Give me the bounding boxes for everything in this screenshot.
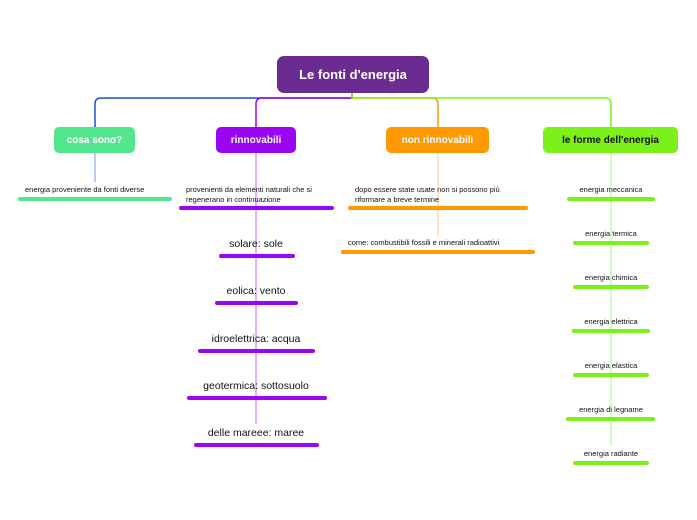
underline [187, 396, 327, 400]
topic-non-rinnovabili[interactable]: non rinnovabili [386, 127, 489, 153]
underline [573, 285, 649, 289]
underline [219, 254, 295, 258]
underline [573, 241, 649, 245]
subtopic-non-rinnovabili-2[interactable]: come: combustibili fossili e minerali ra… [348, 238, 500, 247]
underline [573, 373, 649, 377]
underline [194, 443, 319, 447]
root-topic[interactable]: Le fonti d'energia [277, 56, 429, 93]
subtopic-forme-3[interactable]: energia chimica [584, 273, 638, 282]
subtopic-rinnovabili-2[interactable]: solare: sole [229, 238, 283, 250]
subtopic-forme-2[interactable]: energia termica [585, 229, 637, 238]
underline [198, 349, 315, 353]
subtopic-rinnovabili-4[interactable]: idroelettrica: acqua [211, 333, 301, 345]
subtopic-rinnovabili-5[interactable]: geotermica: sottosuolo [203, 380, 309, 392]
topic-cosa-sono[interactable]: cosa sono? [54, 127, 135, 153]
underline [179, 206, 334, 210]
subtopic-rinnovabili-3[interactable]: eolica: vento [226, 285, 286, 297]
subtopic-forme-1[interactable]: energia meccanica [579, 185, 643, 194]
connector-rinnovabili [255, 93, 353, 127]
underline [18, 197, 172, 201]
underline [348, 206, 528, 210]
subtopic-forme-5[interactable]: energia elastica [584, 361, 638, 370]
underline [341, 250, 535, 254]
underline [572, 329, 650, 333]
topic-rinnovabili[interactable]: rinnovabili [216, 127, 296, 153]
topic-forme-energia[interactable]: le forme dell'energia [543, 127, 678, 153]
connector-forme [351, 93, 612, 127]
subtopic-forme-6[interactable]: energia di legname [579, 405, 643, 414]
subtopic-cosa-sono-1[interactable]: energia proveniente da fonti diverse [25, 185, 145, 194]
connector-cosa-sono [94, 93, 353, 127]
subtopic-non-rinnovabili-1[interactable]: dopo essere state usate non si possono p… [355, 185, 500, 204]
underline [215, 301, 298, 305]
underline [573, 461, 649, 465]
subtopic-rinnovabili-1[interactable]: provenienti da elementi naturali che si … [186, 185, 312, 204]
subtopic-forme-4[interactable]: energia elettrica [584, 317, 638, 326]
subtopic-rinnovabili-6[interactable]: delle mareee: maree [207, 427, 305, 439]
underline [567, 197, 655, 201]
underline [566, 417, 655, 421]
subtopic-forme-7[interactable]: energia radiante [583, 449, 639, 458]
